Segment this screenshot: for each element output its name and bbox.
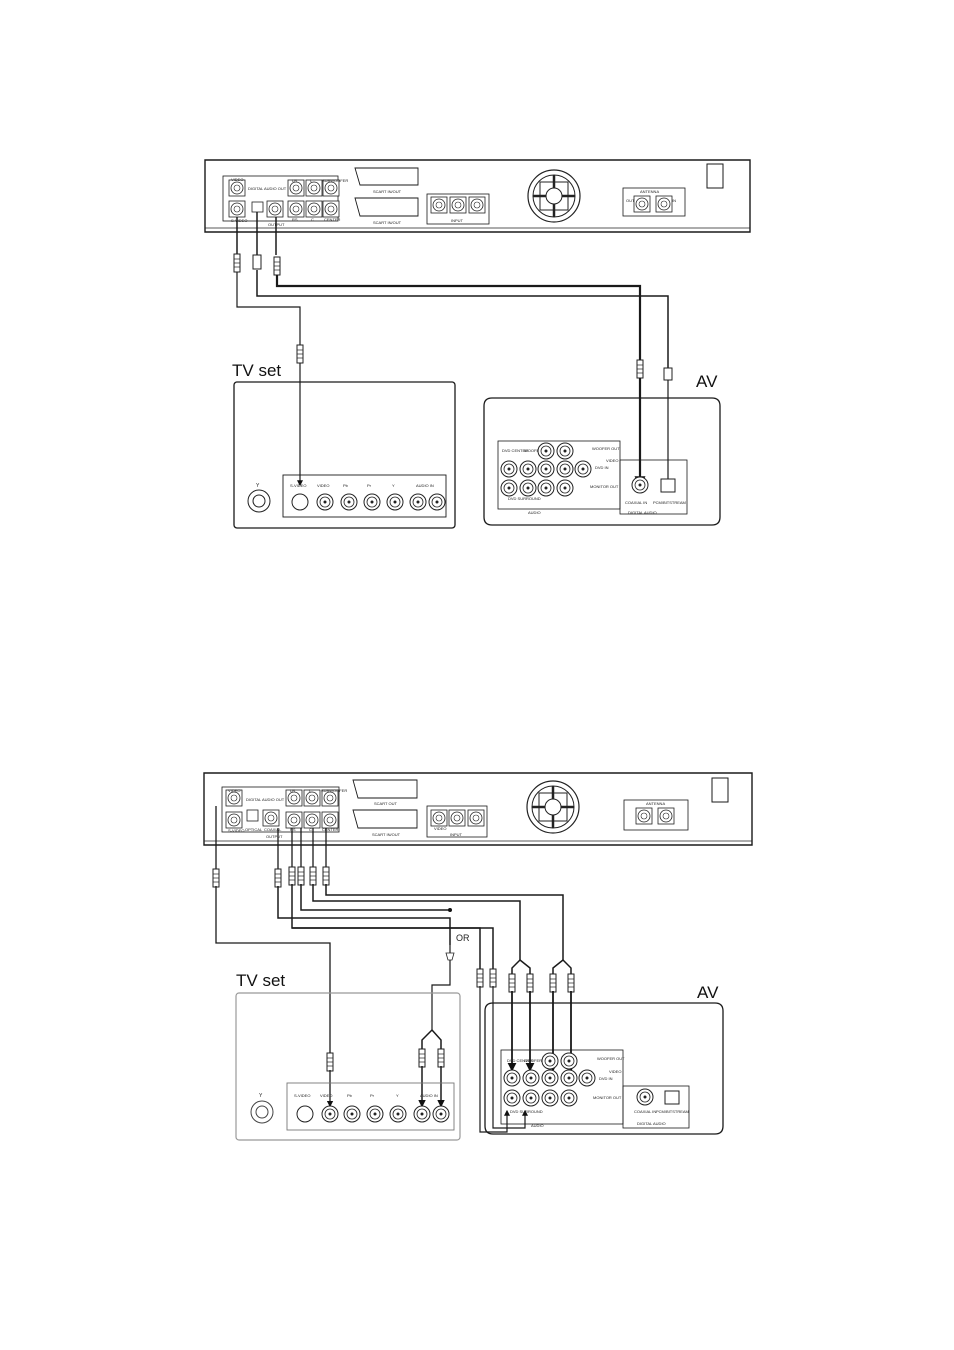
cables-2 — [212, 806, 576, 1133]
av-coaxial-in-label-1: COAXIAL IN — [625, 500, 647, 505]
av-monitor-out-label-1: MONITOR OUT — [590, 484, 619, 489]
player-ant-in-label: IN — [672, 198, 676, 203]
tv-svideo-label-1: S-VIDEO — [290, 483, 306, 488]
tv-antenna-symbol-1: Y — [256, 483, 260, 489]
av-digital-audio-label-1: DIGITAL AUDIO — [628, 510, 657, 515]
player-antenna-label: ANTENNA — [640, 189, 659, 194]
player-ant-out-label: OUT — [626, 198, 635, 203]
av-audio-label-2: AUDIO — [531, 1123, 544, 1128]
player-coaxial-label-2: COAXIAL — [264, 827, 282, 832]
player-subwoofer-label: SUBWOOFER — [322, 178, 348, 183]
av-receiver-2: DVD CENTER WOOFER IN WOOFER OUT VIDEO DV… — [484, 1002, 724, 1135]
av-monitor-out-label-2: MONITOR OUT — [593, 1095, 622, 1100]
player-output-label-2: OUTPUT — [266, 834, 283, 839]
tv-pr-label-1: Pr — [367, 483, 372, 488]
tv-set-2: Y S-VIDEO VIDEO Pb Pr Y AUDIO IN — [235, 992, 461, 1141]
av-woofer-out-label-1: WOOFER OUT — [592, 446, 620, 451]
tv-video-label-1: VIDEO — [317, 483, 329, 488]
tv-video-label-2: VIDEO — [320, 1093, 332, 1098]
player-lr-label-2: LR — [290, 788, 295, 793]
player-scart-1-label-2: SCART OUT — [374, 801, 398, 806]
av-pcm-bitstream-label-2: PCM/BITSTREAM — [656, 1109, 689, 1114]
av-woofer-in-label-1: WOOFER IN — [524, 448, 547, 453]
player-scart-2-label-2: SCART IN/OUT — [372, 832, 401, 837]
player-center-label: CENTER — [324, 217, 341, 222]
av-dvd-center-label-1: DVD CENTER — [502, 448, 528, 453]
av-woofer-out-label-2: WOOFER OUT — [597, 1056, 625, 1061]
dvd-player-rear-panel-2: VIDEO S-VIDEO DIGITAL AUDIO OUT OPTICAL … — [203, 772, 753, 846]
player-input-label: INPUT — [451, 218, 464, 223]
av-dvd-in-label-1: DVD IN — [595, 465, 609, 470]
tv-pr-label-2: Pr — [370, 1093, 375, 1098]
tv-audio-in-label-2: AUDIO IN — [420, 1093, 438, 1098]
av-video-label-1: VIDEO — [606, 458, 618, 463]
player-center-label-2: CENTER — [322, 827, 339, 832]
player-c-label-2: C — [309, 827, 312, 832]
player-l-label-2: L — [309, 788, 312, 793]
player-l-label: L — [310, 178, 313, 183]
tv-y-label-1: Y — [392, 483, 395, 488]
av-pcm-bitstream-label-1: PCM/BITSTREAM — [653, 500, 686, 505]
diagram-2: VIDEO S-VIDEO DIGITAL AUDIO OUT OPTICAL … — [203, 772, 753, 1141]
av-audio-label-1: AUDIO — [528, 510, 541, 515]
tv-svideo-label-2: S-VIDEO — [294, 1093, 310, 1098]
player-input-label-2: INPUT — [450, 832, 463, 837]
tv-y-label-2: Y — [396, 1093, 399, 1098]
av-dvd-in-label-2: DVD IN — [599, 1076, 613, 1081]
tv-set-1: Y S-VIDEO VIDEO Pb Pr Y AUDIO IN — [233, 381, 456, 529]
av-dvd-surround-label-2: DVD SURROUND — [510, 1109, 543, 1114]
player-rs-label: RS — [292, 217, 298, 222]
player-svideo-label-2: S-VIDEO — [228, 828, 244, 833]
tv-set-label-2: TV set — [236, 971, 285, 990]
player-antenna-label-2: ANTENNA — [646, 801, 665, 806]
tv-set-label-1: TV set — [232, 361, 281, 380]
player-rs-label-2: RS — [290, 827, 296, 832]
player-c-label: C — [311, 217, 314, 222]
tv-audio-in-label-1: AUDIO IN — [416, 483, 434, 488]
player-video-label-2: VIDEO — [228, 788, 240, 793]
player-scart-2-label: SCART IN/OUT — [373, 220, 402, 225]
tv-pb-label-1: Pb — [343, 483, 349, 488]
player-subwoofer-label-2: SUBWOOFER — [321, 788, 347, 793]
or-label: OR — [456, 933, 470, 943]
player-scart-1-label: SCART IN/OUT — [373, 189, 402, 194]
tv-antenna-symbol-2: Y — [259, 1093, 263, 1099]
player-video-label: VIDEO — [231, 177, 243, 182]
av-woofer-in-label-2: WOOFER IN — [524, 1058, 547, 1063]
cables-1 — [233, 212, 673, 488]
player-input-video-label-2: VIDEO — [434, 826, 446, 831]
player-digital-audio-out-label: DIGITAL AUDIO OUT — [248, 186, 287, 191]
av-label-1: AV — [696, 372, 718, 391]
av-video-label-2: VIDEO — [609, 1069, 621, 1074]
diagram-1: VIDEO S-VIDEO DIGITAL AUDIO OUT OUTPUT L… — [204, 159, 751, 529]
av-digital-audio-label-2: DIGITAL AUDIO — [637, 1121, 666, 1126]
player-lr-label: LR — [292, 178, 297, 183]
player-svideo-label: S-VIDEO — [231, 218, 247, 223]
player-optical-label-2: OPTICAL — [245, 827, 263, 832]
dvd-player-rear-panel-1: VIDEO S-VIDEO DIGITAL AUDIO OUT OUTPUT L… — [204, 159, 751, 233]
tv-pb-label-2: Pb — [347, 1093, 353, 1098]
av-dvd-center-label-2: DVD CENTER — [507, 1058, 533, 1063]
av-dvd-surround-label-1: DVD SURROUND — [508, 496, 541, 501]
player-digital-audio-out-label-2: DIGITAL AUDIO OUT — [246, 797, 285, 802]
av-receiver-1: DVD CENTER WOOFER IN WOOFER OUT VIDEO DV… — [483, 397, 721, 526]
av-coaxial-in-label-2: COAXIAL IN — [634, 1109, 656, 1114]
av-label-2: AV — [697, 983, 719, 1002]
